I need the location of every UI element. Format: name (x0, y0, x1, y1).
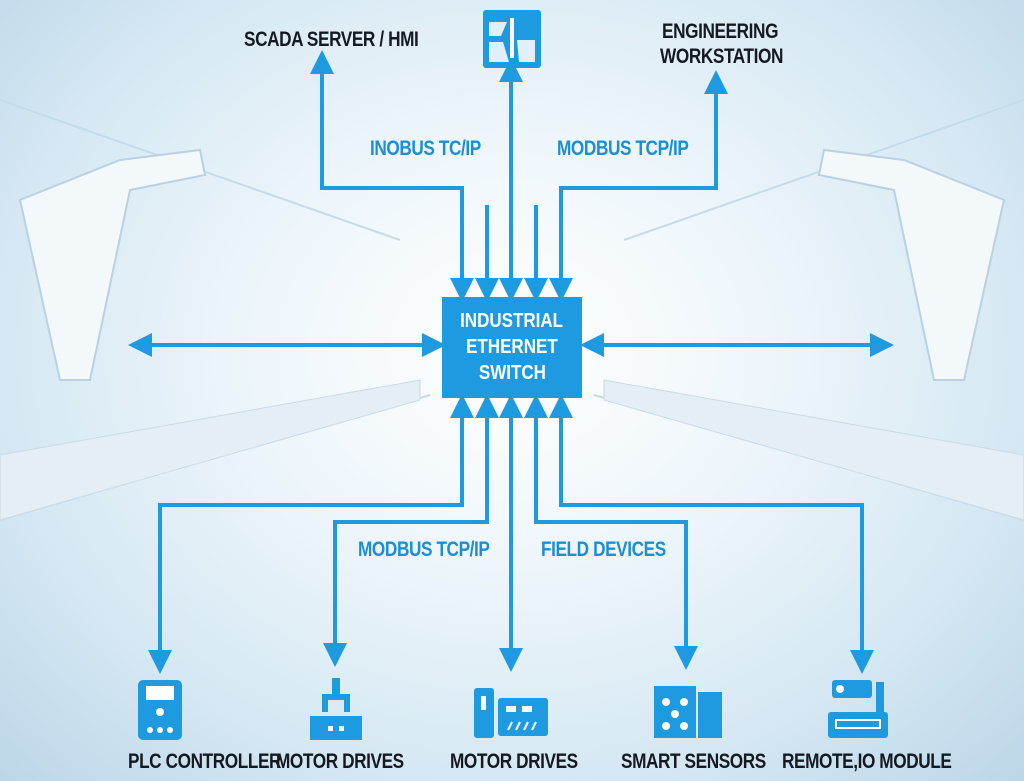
device-label-remote-io: REMOTE,IO MODULE (782, 750, 952, 773)
engineering-label-line2: WORKSTATION (660, 45, 784, 68)
arrow-sensors (524, 394, 698, 670)
arrow-plc (148, 394, 474, 674)
arrow-scada (310, 50, 474, 302)
device-label-smart-sensors: SMART SENSORS (621, 750, 766, 773)
device-label-plc: PLC CONTROLLER (128, 750, 282, 773)
switch-label-line2: ETHERNET (466, 336, 558, 358)
remote-io-module-icon (828, 680, 888, 738)
protocol-label-bottom-left: MODBUS TCP/IP (358, 538, 490, 561)
motor-drive-icon (310, 678, 362, 740)
network-device-icon (483, 10, 541, 68)
device-label-motor-drives-2: MOTOR DRIVES (450, 750, 578, 773)
arrow-remote-io (549, 394, 874, 674)
plc-controller-icon (138, 680, 182, 740)
arrow-engineering (549, 70, 728, 302)
switch-label-line3: SWITCH (478, 362, 546, 384)
engineering-label-line1: ENGINEERING (662, 20, 779, 43)
protocol-label-bottom-right: FIELD DEVICES (541, 538, 666, 561)
arrow-motor1 (323, 394, 499, 667)
scada-label: SCADA SERVER / HMI (244, 28, 419, 51)
protocol-label-top-right: MODBUS TCP/IP (557, 137, 689, 160)
smart-sensors-icon (654, 686, 722, 738)
switch-label-line1: INDUSTRIAL (460, 310, 564, 332)
industrial-ethernet-switch[interactable]: INDUSTRIAL ETHERNET SWITCH (442, 297, 582, 398)
motor-drive-unit-icon (474, 688, 548, 738)
protocol-label-top-left: INOBUS TC/IP (370, 137, 481, 160)
device-label-motor-drives-1: MOTOR DRIVES (276, 750, 404, 773)
